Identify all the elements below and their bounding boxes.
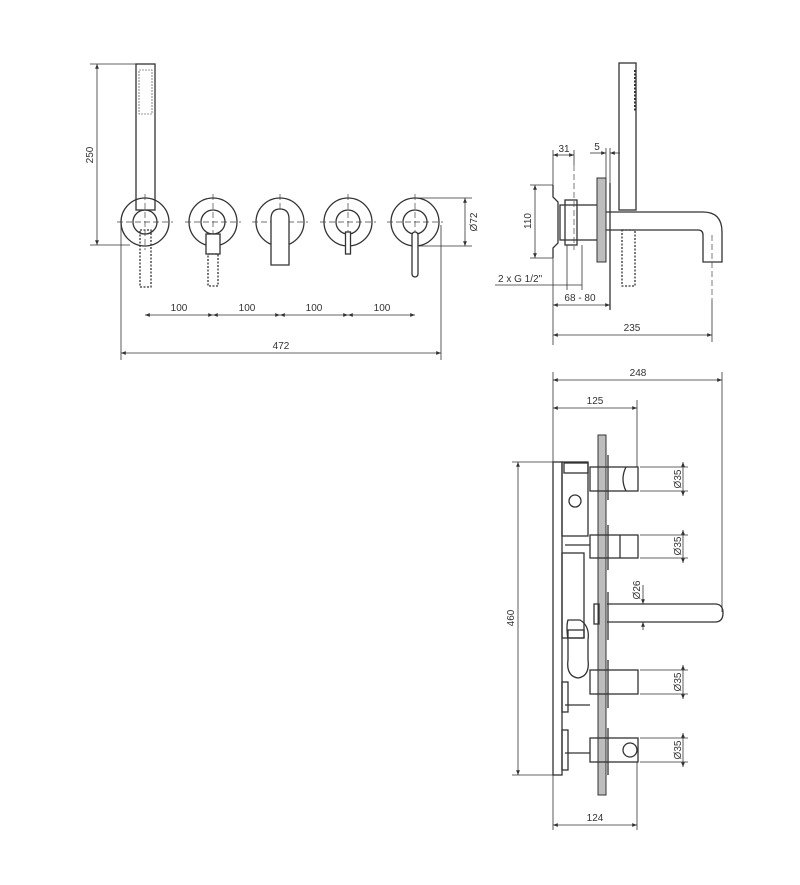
dim-235: 235	[553, 300, 713, 342]
dim-label-35-3: Ø35	[673, 672, 684, 691]
dim-label-68-80: 68 - 80	[564, 293, 596, 304]
dim-label-35-1: Ø35	[673, 469, 684, 488]
dim-label-110: 110	[523, 213, 534, 229]
dim-label-124: 124	[587, 813, 604, 824]
dim-label-spacing-4: 100	[374, 303, 391, 314]
dim-spout-26: Ø26	[632, 580, 645, 630]
side-view: 31 5 110 2 x G 1/2" 68 - 80	[495, 62, 723, 345]
dim-460: 460	[506, 461, 553, 776]
dim-label-250: 250	[85, 146, 96, 163]
hose-connector	[205, 233, 221, 255]
dim-68-80: 68 - 80	[552, 258, 610, 345]
dim-125: 125	[553, 396, 638, 467]
dim-label-connections: 2 x G 1/2"	[498, 274, 543, 285]
hand-shower-front	[135, 63, 156, 288]
dim-label-spacing-1: 100	[171, 303, 188, 314]
dim-height-250: 250	[85, 63, 136, 246]
lever	[411, 231, 419, 278]
dim-connections: 2 x G 1/2"	[495, 245, 583, 290]
handle-hub	[132, 209, 158, 235]
dim-label-spacing-2: 100	[239, 303, 256, 314]
dim-rosette-72: Ø72	[418, 197, 480, 247]
top-view: 248 125 460 Ø35 Ø35 Ø35 Ø35	[506, 368, 724, 830]
spout-diverter-handle	[270, 208, 290, 266]
dim-124: 124	[552, 762, 638, 830]
dim-label-31: 31	[558, 144, 570, 155]
dim-spacing: 100 100 100 100	[145, 303, 415, 317]
dim-label-spacing-3: 100	[306, 303, 323, 314]
dim-label-472: 472	[273, 341, 290, 352]
dim-handle-diameters: Ø35 Ø35 Ø35 Ø35	[640, 462, 688, 767]
lever	[344, 231, 352, 255]
hose	[207, 253, 219, 287]
dim-total-472: 472	[120, 225, 442, 360]
dim-label-5: 5	[594, 142, 600, 153]
dim-label-248: 248	[630, 368, 647, 379]
dim-5: 5	[590, 142, 620, 183]
dim-label-35-4: Ø35	[673, 740, 684, 759]
dim-label-26: Ø26	[632, 580, 643, 599]
dim-label-35-2: Ø35	[673, 536, 684, 555]
dim-label-72: Ø72	[469, 212, 480, 231]
dim-110: 110	[523, 184, 553, 259]
dim-label-235: 235	[624, 323, 641, 334]
front-view: 250 100 100 100 100 472 Ø72	[85, 63, 480, 360]
dim-248: 248	[552, 368, 723, 612]
dim-31: 31	[552, 144, 575, 185]
dim-label-125: 125	[587, 396, 604, 407]
dim-label-460: 460	[506, 609, 517, 626]
